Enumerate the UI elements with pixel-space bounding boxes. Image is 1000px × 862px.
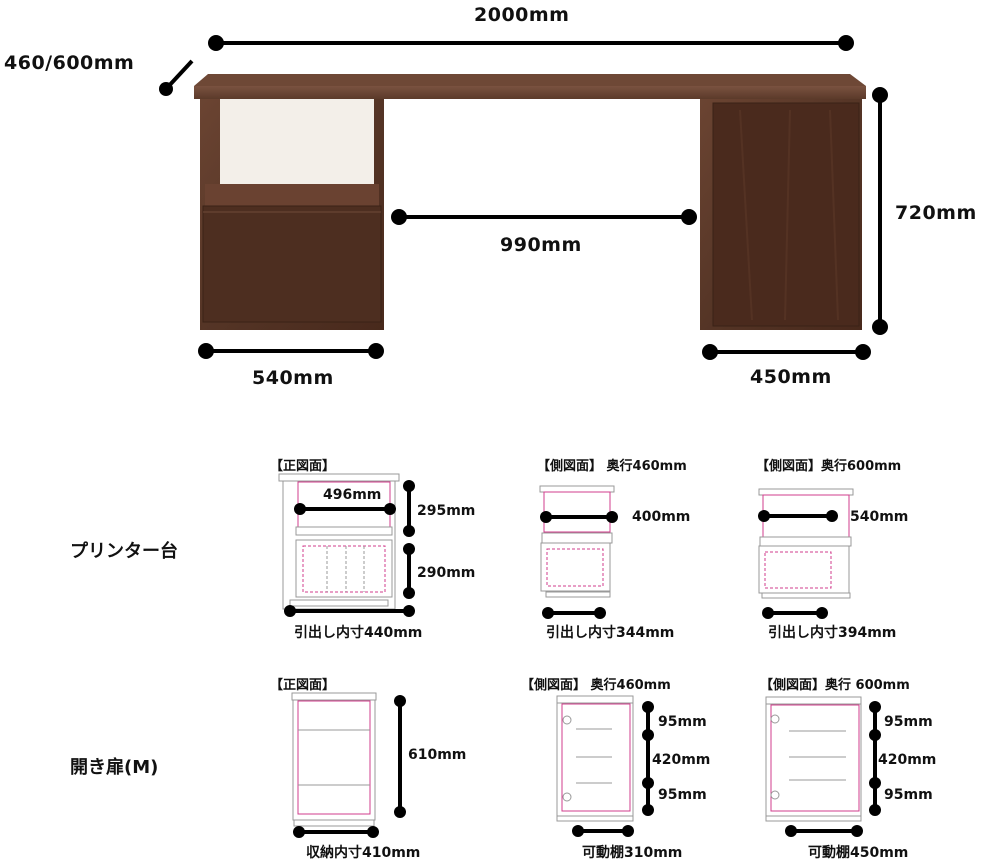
door-side-600-header: 【側図面】奥行 600mm [760, 678, 910, 693]
top-dimension-lines [159, 35, 888, 360]
printer-front-header: 【正図面】 [270, 459, 336, 474]
printer-front-drawer [295, 539, 393, 598]
door-side-600-shelf: 可動棚450mm [808, 845, 909, 861]
door-side-600-drawing [765, 696, 862, 822]
height-dimension-dot [872, 319, 888, 335]
door-front-header: 【正図面】 [270, 678, 336, 693]
door-side-460-bottom-space: 95mm [658, 787, 707, 803]
left-cabinet-dimension-dot [368, 343, 384, 359]
width-dimension-dot [208, 35, 224, 51]
printer-front-upper-height: 295mm [417, 503, 476, 519]
printer-side-600-header: 【側図面】奥行600mm [756, 459, 902, 474]
printer-side-460-dimensions [540, 511, 618, 619]
height-dimension-dot [872, 87, 888, 103]
printer-side-600-drawer-inner: 引出し内寸394mm [768, 625, 897, 641]
printer-side-600-drawing [758, 488, 854, 599]
right-cabinet-door-grain [829, 109, 839, 321]
door-side-460-mid-space: 420mm [652, 752, 711, 768]
door-front-storage-inner: 収納内寸410mm [306, 845, 421, 861]
right-cabinet-door-grain [739, 109, 753, 321]
printer-front-drawer-inner: 引出し内寸440mm [294, 625, 423, 641]
right-cabinet-dimension-dot [702, 344, 718, 360]
height-label: 720mm [895, 202, 977, 224]
right-cabinet-dimension-dot [855, 344, 871, 360]
printer-side-460-depth: 400mm [632, 509, 691, 525]
printer-side-600-depth: 540mm [850, 509, 909, 525]
gap-dimension-dot [391, 209, 407, 225]
desk-top-edge [194, 86, 866, 99]
desk-illustration [194, 74, 866, 330]
gap-dimension-dot [681, 209, 697, 225]
depth-dimension-dot [159, 82, 173, 96]
left-cabinet-drawer [202, 205, 382, 323]
printer-side-460-header: 【側図面】 奥行460mm [537, 459, 687, 474]
left-cabinet-dimension-dot [198, 343, 214, 359]
door-side-460-drawing [556, 695, 634, 822]
door-front-height: 610mm [408, 747, 467, 763]
printer-front-base [289, 599, 389, 607]
door-side-460-header: 【側図面】 奥行460mm [521, 678, 671, 693]
depth-label: 460/600mm [4, 52, 135, 74]
desk-top-surface [194, 74, 866, 86]
printer-side-600-dimensions [758, 510, 838, 619]
printer-row-label: プリンター台 [70, 541, 178, 562]
door-side-460-top-space: 95mm [658, 714, 707, 730]
printer-front-lower-height: 290mm [417, 565, 476, 581]
width-label: 2000mm [474, 4, 570, 26]
door-side-460-dimensions [572, 701, 654, 837]
door-side-600-bottom-space: 95mm [884, 787, 933, 803]
printer-front-inner-width: 496mm [323, 487, 382, 503]
printer-side-460-drawer-inner: 引出し内寸344mm [546, 625, 675, 641]
door-side-600-dimensions [785, 701, 881, 837]
printer-front-shelf [295, 526, 393, 536]
right-cabinet-label: 450mm [750, 366, 832, 388]
door-side-600-top-space: 95mm [884, 714, 933, 730]
printer-side-460-drawing [539, 485, 615, 598]
width-dimension-dot [838, 35, 854, 51]
door-row-label: 開き扉(M) [70, 757, 159, 778]
door-front-dimensions [293, 695, 406, 838]
door-side-600-mid-space: 420mm [878, 752, 937, 768]
printer-front-top [278, 473, 400, 482]
printer-front-dimensions [284, 480, 415, 617]
left-cabinet-open-shelf [220, 99, 374, 185]
door-side-460-shelf: 可動棚310mm [582, 845, 683, 861]
printer-front-drawer-inner [302, 545, 386, 593]
door-front-drawing [291, 692, 377, 827]
gap-label: 990mm [500, 234, 582, 256]
left-cabinet-shelf-board [205, 184, 379, 206]
left-cabinet-label: 540mm [252, 367, 334, 389]
right-cabinet-door-grain [784, 109, 791, 321]
